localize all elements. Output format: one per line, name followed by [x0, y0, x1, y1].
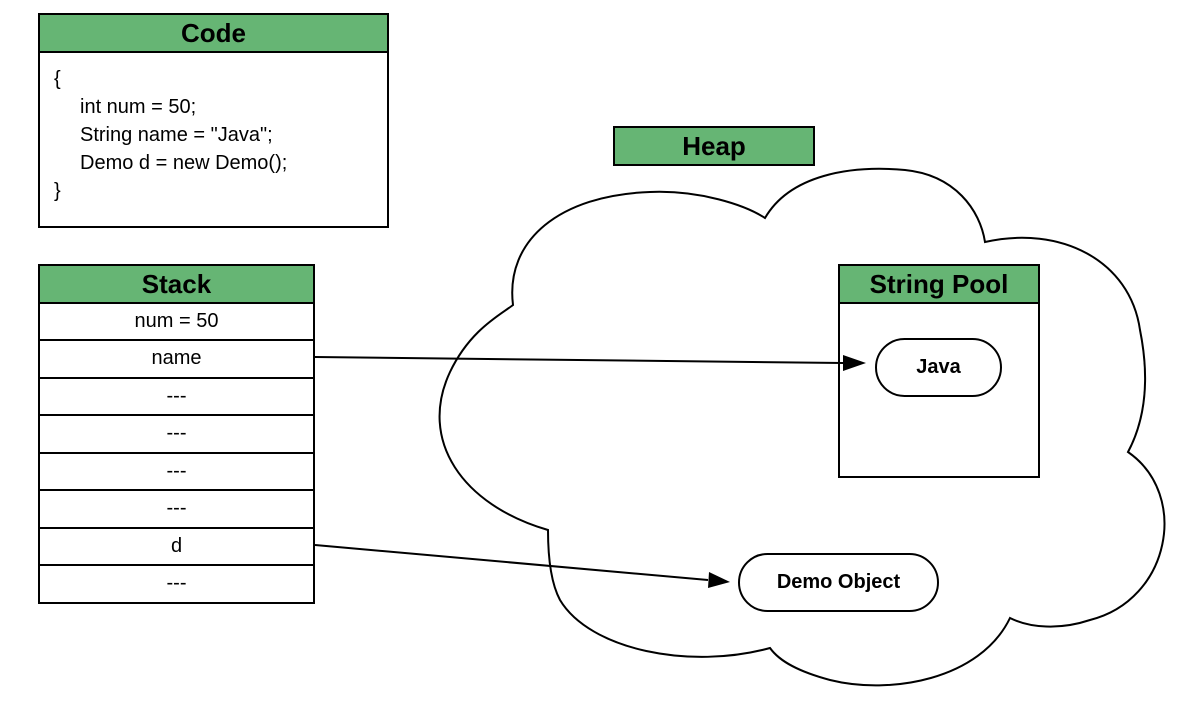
stack-title: Stack	[38, 264, 315, 304]
stack-title-text: Stack	[141, 268, 212, 299]
stack-row-empty: ---	[38, 378, 315, 416]
stack-row-d: d	[38, 528, 315, 566]
stack-row-empty: ---	[38, 453, 315, 491]
code-line-close-brace: }	[54, 180, 61, 202]
heap-title-text: Heap	[682, 130, 746, 161]
string-pool-title: String Pool	[838, 264, 1040, 304]
stack-row-empty: ---	[38, 416, 315, 454]
code-line-demo-d: Demo d = new Demo();	[80, 152, 288, 174]
stack-row-name: name	[38, 341, 315, 379]
demo-object: Demo Object	[738, 553, 939, 612]
stack-row-num: num = 50	[38, 302, 315, 341]
stack-row-empty: ---	[38, 491, 315, 529]
code-panel-title: Code	[38, 13, 389, 53]
heap-title: Heap	[613, 126, 815, 166]
code-panel: { int num = 50; String name = "Java"; De…	[38, 51, 389, 228]
code-title-text: Code	[181, 17, 246, 48]
stack-row-empty: ---	[38, 566, 315, 604]
demo-object-label: Demo Object	[776, 571, 901, 593]
code-line-open-brace: {	[54, 68, 61, 90]
code-line-string-name: String name = "Java";	[80, 124, 273, 146]
java-string-object: Java	[875, 338, 1002, 397]
string-pool-title-text: String Pool	[869, 268, 1009, 299]
code-line-int-num: int num = 50;	[80, 96, 197, 118]
java-string-label: Java	[916, 356, 961, 378]
stack-frame: num = 50 name --- --- --- --- d ---	[38, 302, 315, 604]
